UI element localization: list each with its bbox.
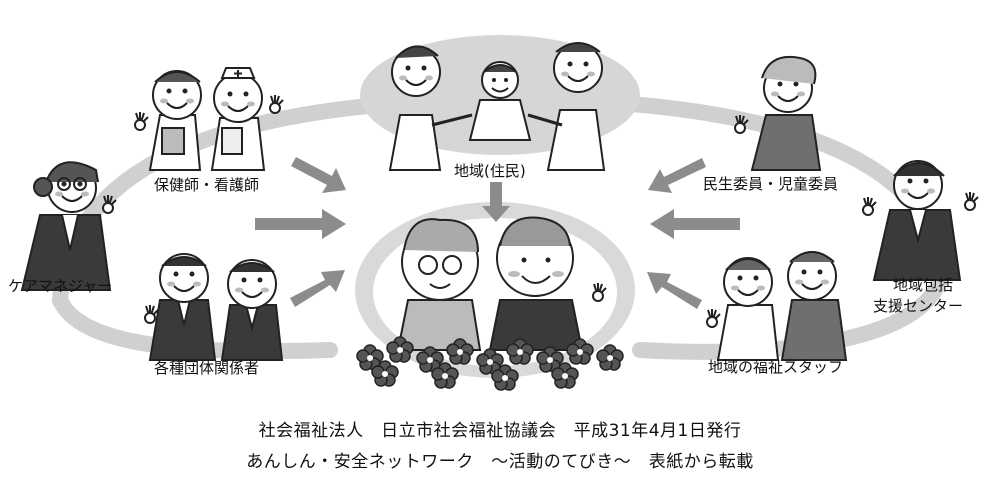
- label-houkatsu-line1: 地域包括: [893, 276, 953, 294]
- label-houkatsu-line2: 支援センター: [873, 297, 963, 315]
- houkatsu-illustration: [862, 160, 979, 281]
- label-chiiki: 地域(住民): [454, 162, 526, 180]
- arrow-from-minsei: [648, 158, 706, 193]
- arrow-from-houkatsu: [650, 209, 740, 239]
- arrow-from-dantai: [290, 270, 345, 307]
- hokenshi-illustration: [134, 67, 284, 171]
- arrows: [255, 157, 740, 309]
- caption-publisher: 社会福祉法人 日立市社会福祉協議会 平成31年4月1日発行: [258, 421, 742, 441]
- residents-illustration: [388, 42, 606, 171]
- arrow-from-hokenshi: [291, 157, 346, 193]
- label-minsei: 民生委員・児童委員: [703, 175, 838, 193]
- label-staff: 地域の福祉スタッフ: [708, 358, 843, 376]
- caremanager-illustration: [20, 161, 117, 291]
- label-dantai: 各種団体関係者: [154, 359, 259, 377]
- dantai-illustration: [144, 253, 284, 361]
- label-hokenshi: 保健師・看護師: [154, 176, 259, 194]
- staff-illustration: [706, 251, 848, 361]
- label-caremanager: ケアマネジャー: [8, 277, 112, 295]
- arrow-from-staff: [647, 272, 702, 309]
- arrow-from-caremanager: [255, 209, 346, 239]
- caption-source: あんしん・安全ネットワーク ～活動のてびき～ 表紙から転載: [246, 452, 754, 472]
- minsei-illustration: [734, 56, 822, 171]
- elderly-couple-illustration: [396, 216, 607, 351]
- arrow-from-chiiki: [482, 182, 510, 222]
